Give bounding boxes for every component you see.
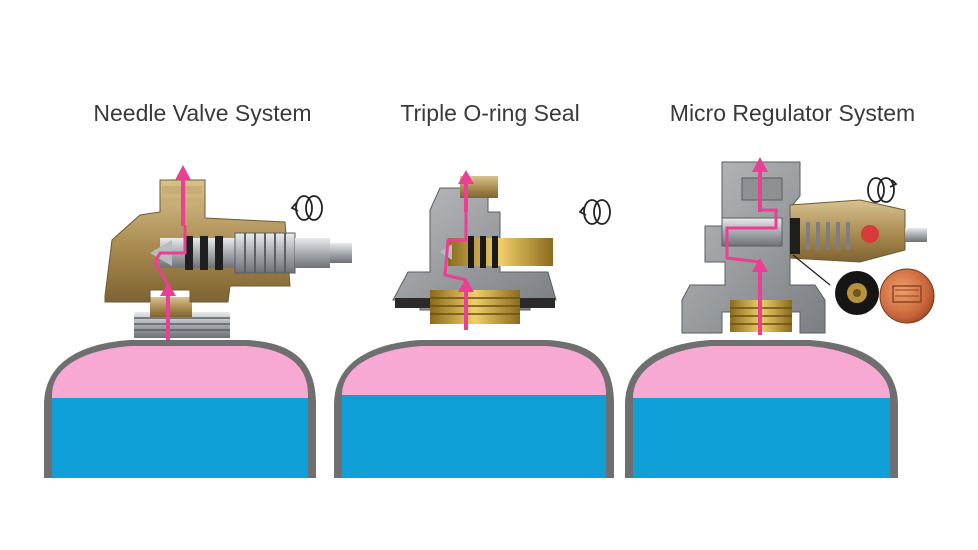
liquid-region (342, 395, 606, 478)
coin-image (879, 268, 935, 324)
upward-flow-arrow-icon (443, 170, 474, 330)
neck-thread (134, 297, 230, 338)
panel-title-needle-valve: Needle Valve System (93, 100, 312, 126)
liquid-region (52, 398, 308, 478)
panel-title-micro-regulator: Micro Regulator System (669, 100, 916, 126)
rotation-arrow-icon (578, 199, 611, 225)
panel-micro-regulator (625, 157, 935, 478)
panel-triple-oring (334, 170, 614, 478)
diaphragm-disc-image (835, 271, 879, 315)
gas-region (633, 346, 890, 398)
gas-region (342, 346, 606, 395)
panel-needle-valve (44, 165, 352, 478)
upward-flow-arrow-icon (725, 157, 778, 335)
liquid-region (633, 398, 890, 478)
upward-flow-arrow-icon (153, 165, 191, 340)
cylinder-2 (334, 340, 614, 478)
regulator-spring-assembly (721, 199, 927, 263)
cylinder-1 (44, 340, 316, 478)
valve-stem (440, 236, 553, 268)
rotation-arrow-icon (867, 177, 898, 203)
panel-title-triple-oring: Triple O-ring Seal (400, 100, 580, 126)
callout-line (792, 254, 831, 286)
gas-region (52, 346, 308, 398)
needle-stem (150, 232, 352, 274)
rotation-arrow-icon (290, 195, 323, 221)
cylinder-3 (625, 340, 898, 478)
